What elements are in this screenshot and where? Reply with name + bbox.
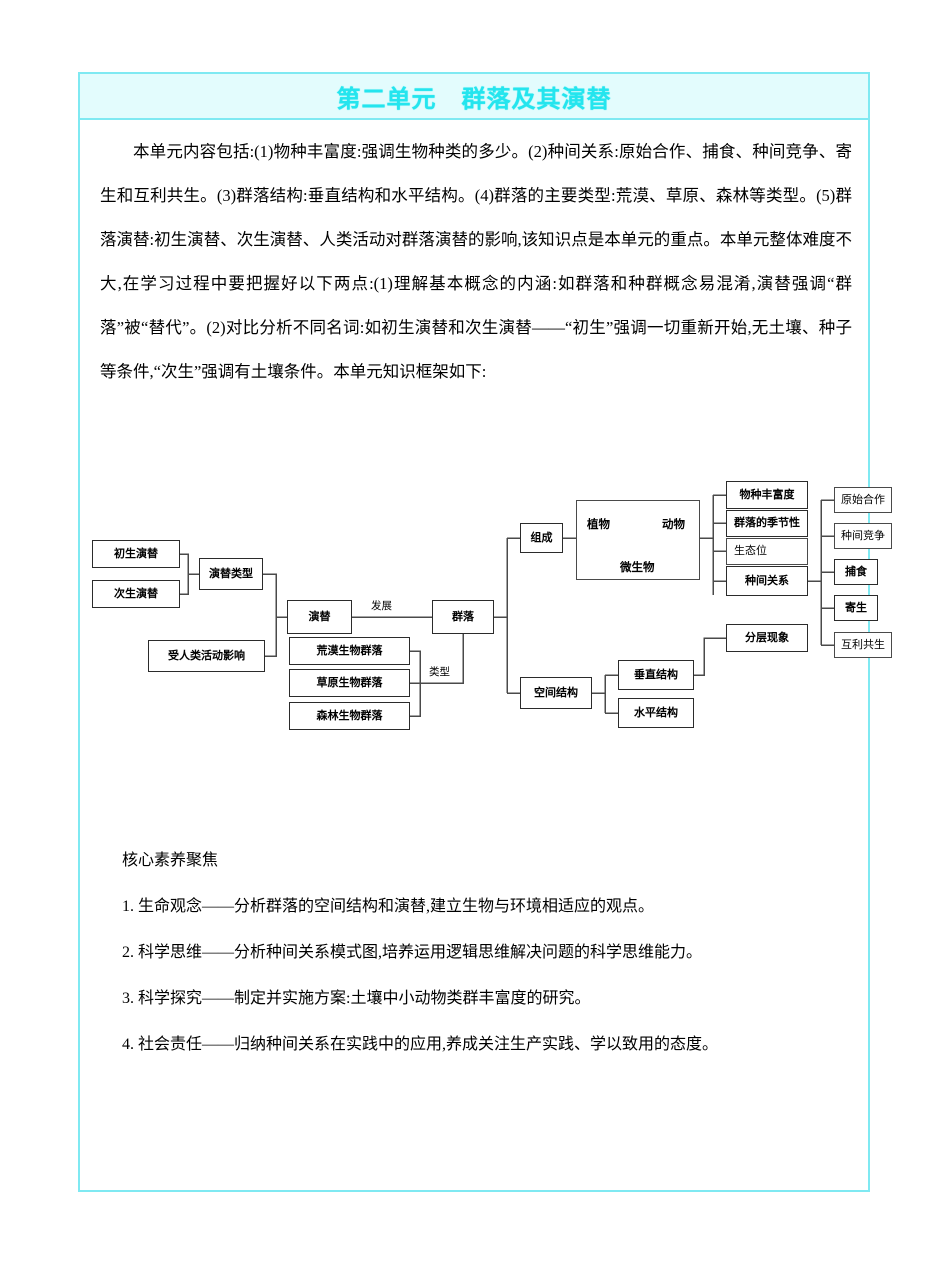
core-literacy-item-1: 1. 生命观念——分析群落的空间结构和演替,建立生物与环境相适应的观点。 <box>122 898 655 915</box>
node-mutualism[interactable]: 互利共生 <box>834 632 892 658</box>
node-horizontal-structure[interactable]: 水平结构 <box>618 698 694 728</box>
node-parasitism[interactable]: 寄生 <box>834 595 878 621</box>
core-literacy-heading: 核心素养聚焦 <box>122 852 219 869</box>
node-plants: 植物 <box>587 519 610 531</box>
core-literacy-item-4: 4. 社会责任——归纳种间关系在实践中的应用,养成关注生产实践、学以致用的态度。 <box>122 1036 719 1053</box>
node-secondary-succession[interactable]: 次生演替 <box>92 580 180 608</box>
edge-label-type: 类型 <box>429 666 450 678</box>
node-forest-biome[interactable]: 森林生物群落 <box>289 702 410 730</box>
node-community[interactable]: 群落 <box>432 600 494 634</box>
knowledge-framework-diagram: 初生演替 次生演替 演替类型 受人类活动影响 演替 发展 群落 荒漠生物群落 草… <box>80 478 892 778</box>
node-interspecific-relations[interactable]: 种间关系 <box>726 566 808 596</box>
node-interspecific-competition[interactable]: 种间竞争 <box>834 523 892 549</box>
node-desert-biome[interactable]: 荒漠生物群落 <box>289 637 410 665</box>
node-spatial-structure[interactable]: 空间结构 <box>520 677 592 709</box>
node-succession-types[interactable]: 演替类型 <box>199 558 263 590</box>
unit-overview-section: 本单元内容包括:(1)物种丰富度:强调生物种类的多少。(2)种间关系:原始合作、… <box>100 130 852 394</box>
edge-label-develop: 发展 <box>371 600 392 612</box>
content-frame: 第二单元 群落及其演替 本单元内容包括:(1)物种丰富度:强调生物种类的多少。(… <box>78 72 892 1192</box>
core-literacy-item-2: 2. 科学思维——分析种间关系模式图,培养运用逻辑思维解决问题的科学思维能力。 <box>122 944 703 961</box>
core-literacy-item-3: 3. 科学探究——制定并实施方案:土壤中小动物类群丰富度的研究。 <box>122 990 591 1007</box>
node-grassland-biome[interactable]: 草原生物群落 <box>289 669 410 697</box>
node-stratification[interactable]: 分层现象 <box>726 624 808 652</box>
node-species-richness[interactable]: 物种丰富度 <box>726 481 808 509</box>
node-mutual-cooperation[interactable]: 原始合作 <box>834 487 892 513</box>
node-vertical-structure[interactable]: 垂直结构 <box>618 660 694 690</box>
node-primary-succession[interactable]: 初生演替 <box>92 540 180 568</box>
node-niche[interactable]: 生态位 <box>726 538 808 565</box>
diagram-connectors <box>180 494 834 717</box>
node-succession[interactable]: 演替 <box>287 600 352 634</box>
composition-group-box <box>576 500 700 580</box>
node-predation[interactable]: 捕食 <box>834 559 878 585</box>
node-microbes: 微生物 <box>620 562 655 574</box>
node-composition[interactable]: 组成 <box>520 523 563 553</box>
page-title: 第二单元 群落及其演替 <box>336 85 612 113</box>
node-human-impact[interactable]: 受人类活动影响 <box>148 640 265 672</box>
unit-title-band: 第二单元 群落及其演替 <box>80 74 868 120</box>
unit-overview-paragraph: 本单元内容包括:(1)物种丰富度:强调生物种类的多少。(2)种间关系:原始合作、… <box>100 142 852 381</box>
node-animals: 动物 <box>662 519 685 531</box>
node-seasonality[interactable]: 群落的季节性 <box>726 510 808 537</box>
core-literacy-section: 核心素养聚焦 1. 生命观念——分析群落的空间结构和演替,建立生物与环境相适应的… <box>122 838 862 1068</box>
